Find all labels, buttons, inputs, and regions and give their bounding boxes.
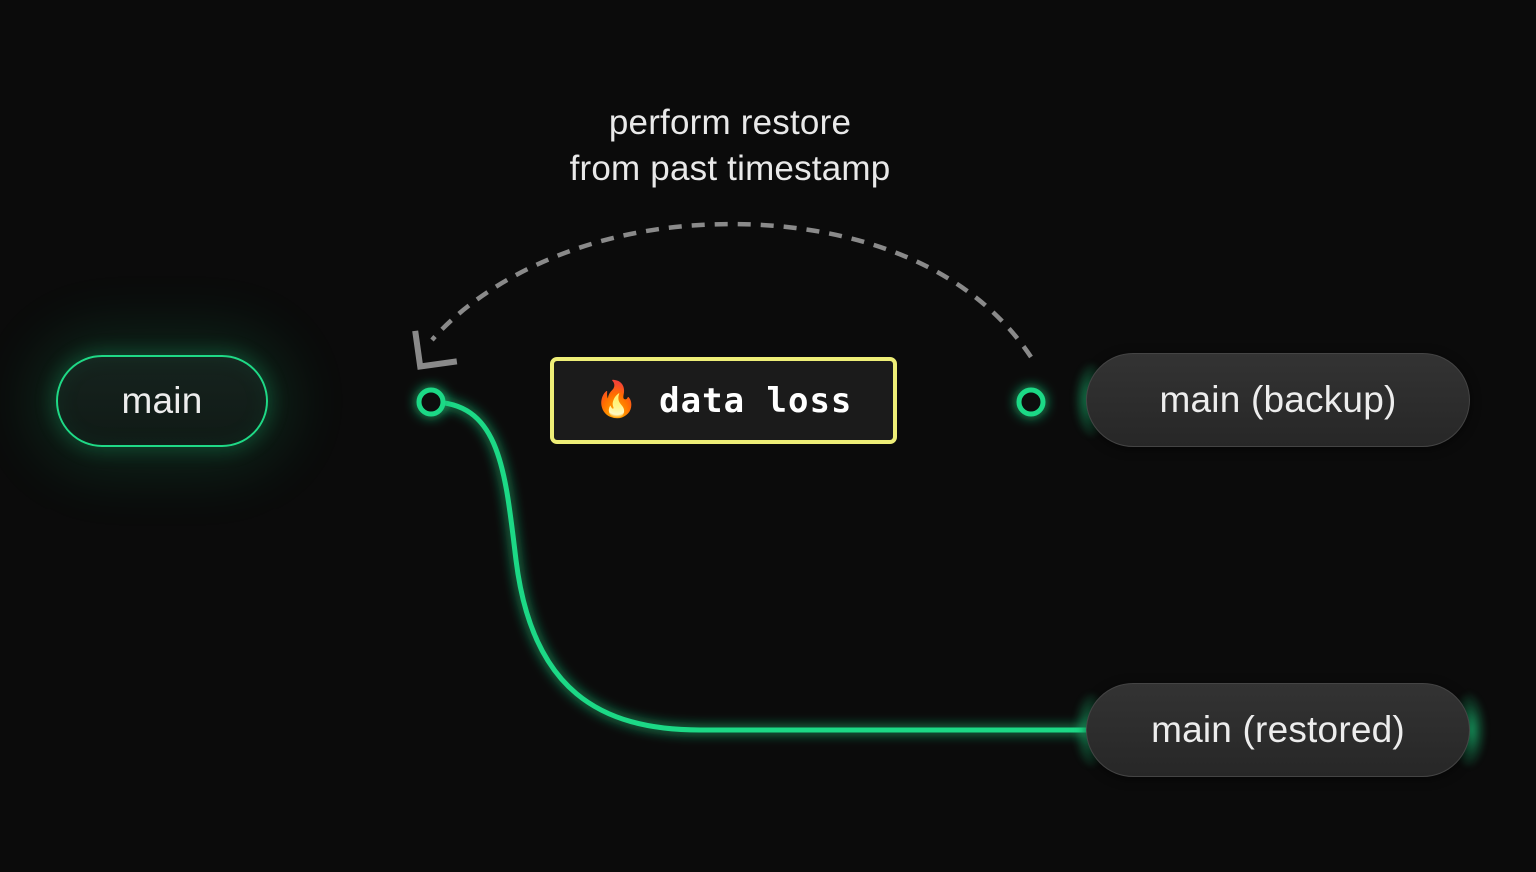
data-loss-badge: 🔥 data loss [550,357,897,444]
commit-node-backup[interactable] [1016,387,1046,417]
branch-pill-main[interactable]: main [56,355,268,447]
branch-pill-main-label: main [121,380,203,421]
branch-pill-restored[interactable]: main (restored) [1086,683,1470,777]
branch-pill-restored-label: main (restored) [1151,709,1405,750]
branch-pill-backup[interactable]: main (backup) [1086,353,1470,447]
wire-branch-to-restored [428,399,1095,733]
branch-pill-backup-label: main (backup) [1159,379,1397,420]
restore-arrowhead-icon [412,330,458,370]
data-loss-label: data loss [659,380,853,421]
restore-caption: perform restore from past timestamp [569,103,891,188]
restore-arrow-arc [430,221,1033,359]
fire-icon: 🔥 [594,380,640,420]
commit-node-branch-point[interactable] [416,387,446,417]
